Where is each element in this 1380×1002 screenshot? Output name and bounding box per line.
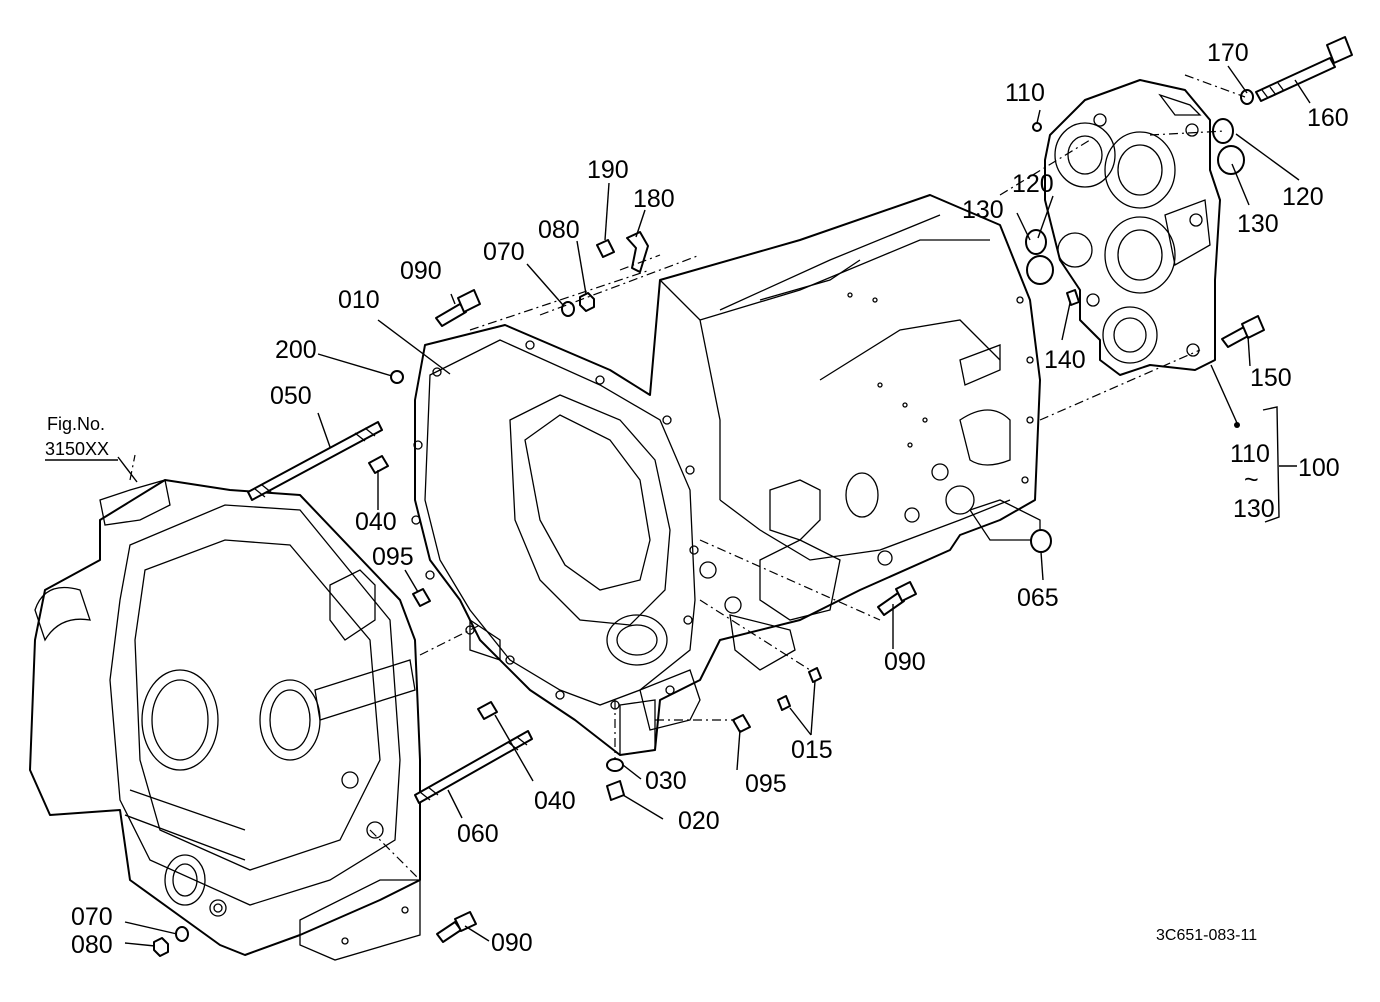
callout-030: 030	[645, 767, 687, 795]
callout-010: 010	[338, 286, 380, 314]
callout-095-right: 095	[745, 770, 787, 798]
small-parts-drawing	[153, 36, 1353, 957]
callout-060: 060	[457, 820, 499, 848]
callout-080-upper: 080	[538, 216, 580, 244]
callout-090-right: 090	[884, 648, 926, 676]
callout-095-left: 095	[372, 543, 414, 571]
callout-070-lower: 070	[71, 903, 113, 931]
fig-ref-line1: Fig.No.	[47, 414, 105, 434]
callout-150: 150	[1250, 364, 1292, 392]
callout-120-right: 120	[1282, 183, 1324, 211]
transmission-case-drawing	[411, 194, 1041, 756]
callout-015: 015	[791, 736, 833, 764]
callout-110-range-start: 110	[1230, 440, 1270, 468]
callout-190: 190	[587, 156, 629, 184]
callout-140: 140	[1044, 346, 1086, 374]
callout-labels: Fig.No. 3150XX 010 200 050 040 095 090 0…	[45, 39, 1349, 959]
front-housing-drawing	[29, 454, 421, 961]
drawing-code: 3C651-083-11	[1156, 927, 1257, 944]
callout-160: 160	[1307, 104, 1349, 132]
callout-100: 100	[1298, 454, 1340, 482]
callout-180: 180	[633, 185, 675, 213]
callout-080-lower: 080	[71, 931, 113, 959]
callout-110-top: 110	[1005, 79, 1045, 107]
callout-130-range-end: 130	[1233, 495, 1275, 523]
callout-065: 065	[1017, 584, 1059, 612]
callout-040-upper: 040	[355, 508, 397, 536]
callout-050: 050	[270, 382, 312, 410]
callout-130-right: 130	[1237, 210, 1279, 238]
callout-090-lower: 090	[491, 929, 533, 957]
callout-120-left: 120	[1012, 170, 1054, 198]
callout-130-left: 130	[962, 196, 1004, 224]
callout-070-upper: 070	[483, 238, 525, 266]
callout-170: 170	[1207, 39, 1249, 67]
callout-090-upper: 090	[400, 257, 442, 285]
callout-200: 200	[275, 336, 317, 364]
fig-ref-line2: 3150XX	[45, 439, 109, 459]
leader-lines	[117, 65, 1311, 947]
callout-040-lower: 040	[534, 787, 576, 815]
callout-020: 020	[678, 807, 720, 835]
rear-cover-drawing	[1044, 79, 1221, 376]
range-separator: ~	[1244, 466, 1259, 494]
